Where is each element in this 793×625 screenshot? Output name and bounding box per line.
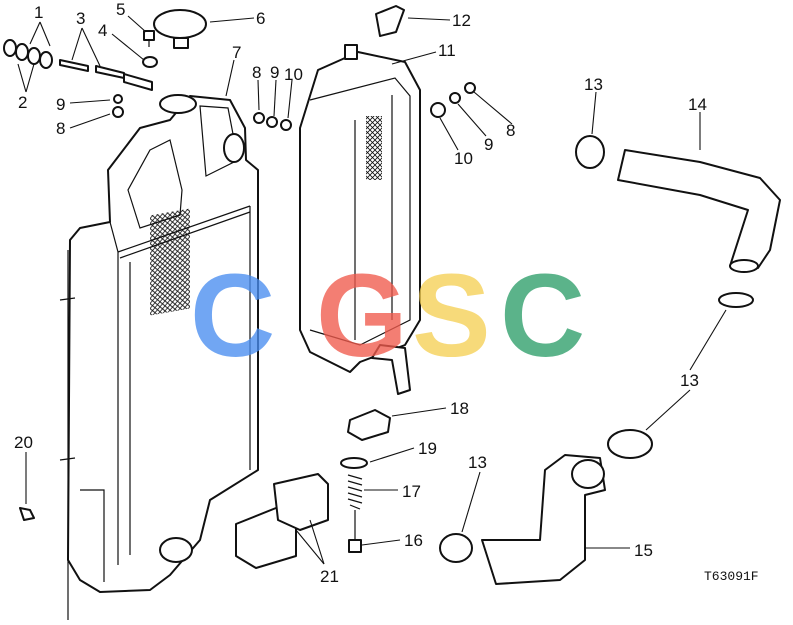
- watermark-letter-s: S: [412, 250, 491, 382]
- callout-19: 19: [418, 439, 437, 458]
- callout-9-right: 9: [484, 135, 493, 154]
- fan-shroud: [299, 44, 421, 395]
- callout-13-middle: 13: [680, 371, 699, 390]
- upper-hose: [617, 149, 781, 269]
- callout-13-top: 13: [584, 75, 603, 94]
- hose-clamp: [439, 533, 473, 563]
- lower-hose-end: [571, 459, 605, 489]
- callout-15: 15: [634, 541, 653, 560]
- callout-13-bottom: 13: [468, 453, 487, 472]
- callout-10-right: 10: [454, 149, 473, 168]
- watermark-letter-g: G: [316, 250, 408, 382]
- hose-clamp: [718, 292, 754, 308]
- figure-id: T63091F: [704, 569, 759, 584]
- callout-5: 5: [116, 0, 125, 19]
- callout-8-right: 8: [506, 121, 515, 140]
- callout-8-radiator: 8: [56, 119, 65, 138]
- callout-17: 17: [402, 482, 421, 501]
- callout-14: 14: [688, 95, 707, 114]
- callout-12: 12: [452, 11, 471, 30]
- callout-18: 18: [450, 399, 469, 418]
- lower-hose: [481, 454, 606, 585]
- callout-1: 1: [34, 3, 43, 22]
- callout-9-radiator: 9: [56, 95, 65, 114]
- callouts: 1 2 3 4 5 6 7 8 8 8 9 9 9 10 10 11 12 13…: [14, 0, 727, 586]
- callout-4: 4: [98, 21, 107, 40]
- callout-11: 11: [438, 41, 456, 60]
- hose-clamp: [575, 135, 605, 169]
- callout-3: 3: [76, 9, 85, 28]
- callout-21: 21: [320, 567, 339, 586]
- callout-8-left: 8: [252, 63, 261, 82]
- watermark-letter-c2: C: [500, 250, 585, 382]
- watermark-letter-c1: C: [190, 250, 275, 382]
- hose-clamp: [607, 429, 653, 459]
- small-parts: [3, 5, 476, 569]
- callout-7: 7: [232, 43, 241, 62]
- radiator: [59, 94, 259, 620]
- callout-2: 2: [18, 93, 27, 112]
- callout-9-left: 9: [270, 63, 279, 82]
- callout-16: 16: [404, 531, 423, 550]
- callout-6: 6: [256, 9, 265, 28]
- callout-10-left: 10: [284, 65, 303, 84]
- upper-hose-end: [729, 259, 759, 273]
- watermark: C G S C: [190, 250, 585, 382]
- callout-20: 20: [14, 433, 33, 452]
